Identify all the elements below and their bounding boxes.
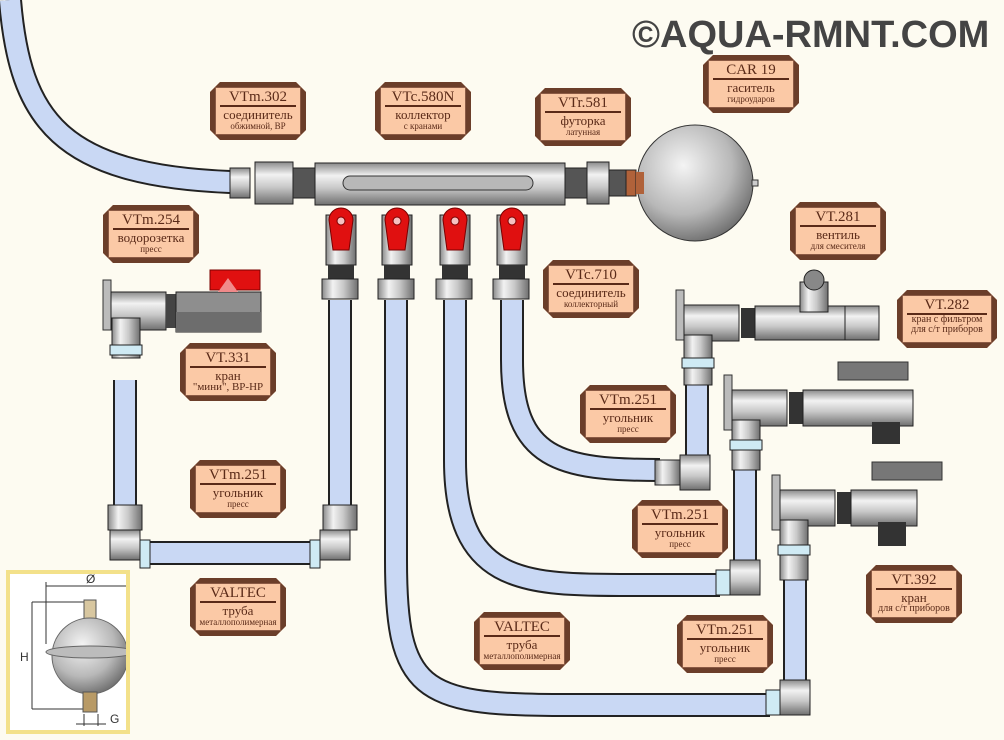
valve-vt392-assembly <box>771 461 943 581</box>
label-code: VTr.581 <box>545 95 621 113</box>
car19-dimensions-inset: Ø H G <box>6 570 135 734</box>
label-code: VTm.254 <box>113 212 189 230</box>
label-sub: пресс <box>140 244 162 254</box>
label-sub: для с/т приборов <box>878 603 950 614</box>
pipes <box>0 0 807 717</box>
label-vtc710: VTc.710 соединитель коллекторный <box>543 260 639 318</box>
label-vtr581: VTr.581 футорка латунная <box>535 88 631 146</box>
label-code: VALTEC <box>200 585 276 603</box>
manifold-vtc580n <box>229 161 637 206</box>
label-code: VTc.580N <box>385 89 461 107</box>
label-sub: коллекторный <box>563 299 619 309</box>
pipe-outlet-3 <box>443 300 720 597</box>
label-name: вентиль <box>816 227 860 242</box>
label-vtm251-middle: VTm.251 угольник пресс <box>632 500 728 558</box>
label-name: труба <box>506 637 538 652</box>
label-code: VT.281 <box>800 209 876 227</box>
label-code: VTm.302 <box>220 89 296 107</box>
label-code: VTm.251 <box>642 507 718 525</box>
label-valtec-pipe-left: VALTEC труба металлополимерная <box>190 578 286 636</box>
label-vt282: VT.282 кран с фильтром для с/т приборов <box>897 290 997 348</box>
valve-2 <box>377 207 415 300</box>
label-vtc580n: VTc.580N коллектор с кранами <box>375 82 471 140</box>
water-hammer-arrestor <box>636 124 759 242</box>
label-name: футорка <box>560 113 606 128</box>
label-name: соединитель <box>223 107 293 122</box>
elbows-right <box>654 454 811 716</box>
label-name: угольник <box>212 485 264 500</box>
manifold-valves <box>321 207 530 300</box>
label-vt281: VT.281 вентиль для смесителя <box>790 202 886 260</box>
label-name: коллектор <box>395 107 451 122</box>
label-code: VT.282 <box>907 297 987 315</box>
pipe-inlet <box>0 0 231 194</box>
label-sub: с кранами <box>403 121 443 131</box>
label-sub: металлополимерная <box>483 651 561 661</box>
label-vtm254: VTm.254 водорозетка пресс <box>103 205 199 263</box>
label-sub: пресс <box>669 539 691 549</box>
label-vtm251-left: VTm.251 угольник пресс <box>190 460 286 518</box>
label-name: угольник <box>654 525 706 540</box>
label-vt392: VT.392 кран для с/т приборов <box>866 565 962 623</box>
valve-4 <box>492 207 530 300</box>
label-sub: пресс <box>617 424 639 434</box>
label-sub: металлополимерная <box>199 617 277 627</box>
label-name: угольник <box>602 410 654 425</box>
site-watermark: ©AQUA-RMNT.COM <box>632 14 990 56</box>
label-vtm251-bottom: VTm.251 угольник пресс <box>677 615 773 673</box>
dim-thread-label: G <box>110 712 120 726</box>
elbows-left-loop <box>107 504 358 569</box>
dim-diameter-label: Ø <box>86 572 96 586</box>
label-code: VT.331 <box>190 350 266 368</box>
valve-vt282-assembly <box>723 361 914 471</box>
label-code: VTc.710 <box>553 267 629 285</box>
valve-vt281-assembly <box>675 269 880 386</box>
label-name: угольник <box>699 640 751 655</box>
label-sub: пресс <box>227 499 249 509</box>
label-code: VALTEC <box>484 619 560 637</box>
pipe-outlet-4 <box>500 300 661 482</box>
label-sub: для смесителя <box>810 241 866 251</box>
label-vtm251-upper: VTm.251 угольник пресс <box>580 385 676 443</box>
label-name: соединитель <box>556 285 626 300</box>
valve-3 <box>435 207 473 300</box>
label-sub: для с/т приборов <box>911 324 983 335</box>
valve-1 <box>321 207 359 300</box>
label-car19: CAR 19 гаситель гидроударов <box>703 55 799 113</box>
pipe-left-loop <box>113 380 310 565</box>
label-code: VTm.251 <box>200 467 276 485</box>
label-sub: пресс <box>714 654 736 664</box>
label-code: VTm.251 <box>687 622 763 640</box>
label-sub: латунная <box>565 127 601 137</box>
label-sub: гидроударов <box>727 94 775 104</box>
label-code: CAR 19 <box>713 62 789 80</box>
pipe-outlet-2 <box>384 300 770 717</box>
label-valtec-pipe-bottom: VALTEC труба металлополимерная <box>474 612 570 670</box>
label-sub: обжимной, ВР <box>230 121 286 131</box>
label-name: кран с фильтром <box>911 314 983 325</box>
label-name: гаситель <box>727 80 775 95</box>
label-code: VT.392 <box>876 572 952 590</box>
label-name: водорозетка <box>117 230 185 245</box>
label-code: VTm.251 <box>590 392 666 410</box>
wall-outlet-left <box>102 269 262 359</box>
label-name: труба <box>222 603 254 618</box>
label-sub: "мини", ВР-НР <box>192 381 264 393</box>
dim-height-label: H <box>20 650 29 664</box>
label-name: кран <box>215 368 241 383</box>
label-vt331: VT.331 кран "мини", ВР-НР <box>180 343 276 401</box>
label-name: кран <box>901 590 927 605</box>
label-vtm302: VTm.302 соединитель обжимной, ВР <box>210 82 306 140</box>
